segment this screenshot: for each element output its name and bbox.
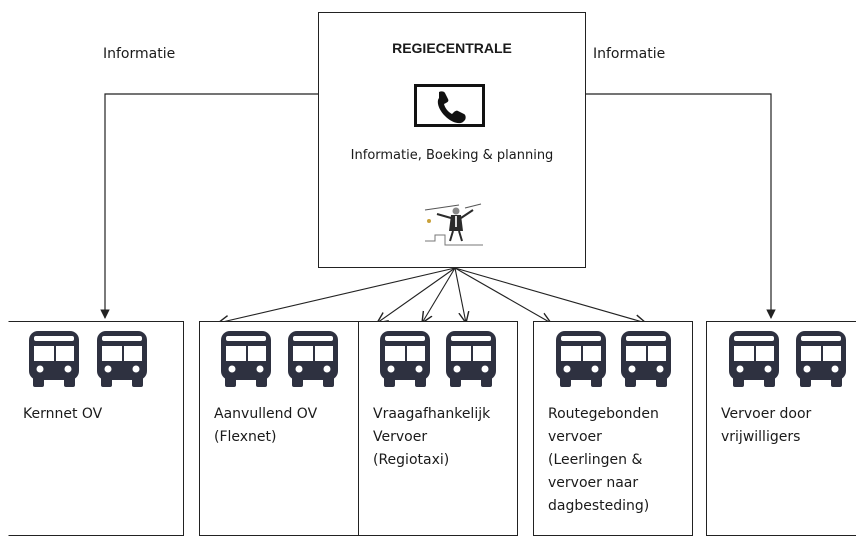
fan-arrow-1 xyxy=(218,267,456,323)
bus-icon xyxy=(556,331,606,387)
bus-icon xyxy=(729,331,779,387)
fan-arrow-3 xyxy=(422,267,456,323)
info-label-left: Informatie xyxy=(103,46,176,62)
bus-icon xyxy=(29,331,79,387)
service-box-aanvullend-ov: Aanvullend OV (Flexnet) xyxy=(199,321,359,536)
service-box-vrijwilligers: Vervoer door vrijwilligers xyxy=(706,321,856,536)
regiecentrale-box: REGIECENTRALE Informatie, Boeking & plan… xyxy=(318,12,586,268)
info-label-right: Informatie xyxy=(593,46,666,62)
phone-icon xyxy=(414,84,485,127)
bus-icon xyxy=(621,331,671,387)
bus-icon xyxy=(446,331,496,387)
service-label: Kernnet OV xyxy=(23,406,103,422)
central-title: REGIECENTRALE xyxy=(392,40,512,56)
fan-arrow-6 xyxy=(454,267,646,323)
service-label: Vervoer door vrijwilligers xyxy=(721,406,812,445)
service-box-kernnet: Kernnet OV xyxy=(8,321,184,536)
bus-icon xyxy=(380,331,430,387)
service-label: Vraagafhankelijk Vervoer (Regiotaxi) xyxy=(373,406,491,468)
service-box-vraagafhankelijk: Vraagafhankelijk Vervoer (Regiotaxi) xyxy=(358,321,518,536)
bus-icon xyxy=(796,331,846,387)
service-label: Routegebonden vervoer (Leerlingen & verv… xyxy=(548,406,659,514)
info-arrow-left xyxy=(100,93,318,319)
service-label: Aanvullend OV (Flexnet) xyxy=(214,406,318,445)
bus-icon xyxy=(97,331,147,387)
service-box-routegebonden: Routegebonden vervoer (Leerlingen & verv… xyxy=(533,321,693,536)
juggler-figure-icon xyxy=(424,203,483,246)
fan-arrow-5 xyxy=(454,267,551,323)
bus-icon xyxy=(288,331,338,387)
fan-arrow-4 xyxy=(454,267,466,323)
central-description: Informatie, Boeking & planning xyxy=(350,148,554,163)
info-arrow-right xyxy=(586,93,776,319)
bus-icon xyxy=(221,331,271,387)
fan-arrow-2 xyxy=(377,267,456,323)
